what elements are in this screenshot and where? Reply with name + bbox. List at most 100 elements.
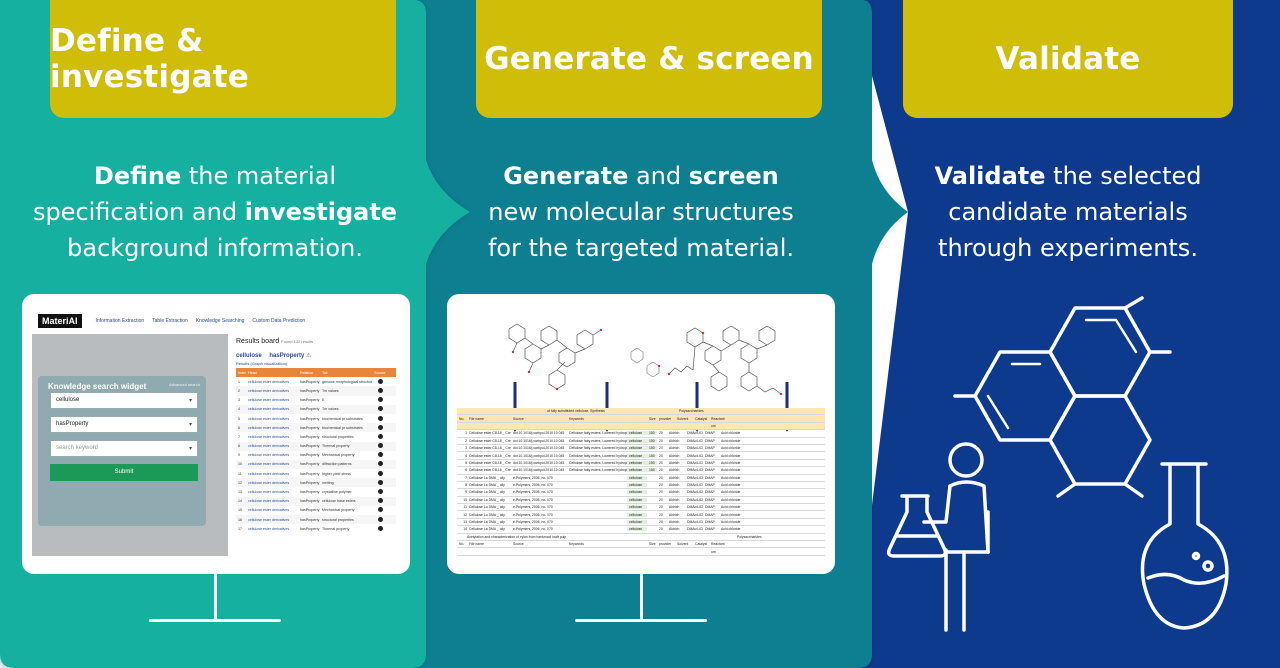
panel-2-header: Generate & screen (476, 0, 822, 118)
table-cell: Acid chloride (721, 512, 741, 517)
table-cell: melting (322, 480, 334, 485)
source-icon[interactable] (372, 443, 386, 449)
table-cell: cellulose (627, 446, 647, 451)
source-icon[interactable] (372, 424, 386, 431)
table-cell: e-Polymers, 2006, no. 070 (513, 505, 553, 510)
table-cell: 7 (238, 434, 240, 439)
table-cell: cellulose (627, 497, 647, 502)
table-cell: hasProperty (300, 490, 320, 495)
table-cell: hasProperty (300, 508, 320, 513)
table-cell[interactable]: cellulose ester derivatives (248, 444, 290, 449)
table-cell: 13 (238, 490, 242, 495)
source-icon[interactable] (372, 489, 386, 495)
table-cell: Cellulose ester C8-18 _ Crepe (469, 468, 511, 473)
relation-select[interactable]: hasProperty ▾ (50, 416, 198, 433)
table-cell: 3 (238, 398, 240, 403)
source-icon[interactable] (372, 433, 386, 440)
source-icon[interactable] (372, 406, 386, 412)
description-line: for the targeted material. (441, 230, 841, 266)
source-icon[interactable] (372, 479, 386, 486)
table-cell[interactable]: cellulose ester derivatives (248, 499, 290, 504)
table-header-cell: Catalyst (695, 416, 708, 421)
head-select[interactable]: cellulose ▾ (50, 392, 198, 409)
table-cell[interactable]: cellulose ester derivatives (248, 398, 290, 403)
table-cell: DMAP (705, 475, 715, 480)
table-cell: Cellulose fatty esters, Lowered hydrophi… (569, 468, 627, 473)
round-flask-icon (1140, 462, 1229, 630)
table-cell[interactable]: cellulose ester derivatives (248, 517, 290, 522)
source-icon[interactable] (372, 470, 386, 477)
table-header-cell: No. (459, 542, 465, 547)
table-cell: 4 (465, 453, 467, 458)
table-cell[interactable]: cellulose ester derivatives (248, 434, 290, 439)
table-cell: genuine morphological structures (322, 379, 372, 384)
table-cell: Cellulose La DMA _ oily (469, 512, 505, 517)
results-query: cellulose hasProperty ⚠ (236, 352, 311, 359)
table-cell: Cellulose La DMA _ oily (469, 527, 505, 532)
unit-row: um (457, 422, 825, 431)
table-cell[interactable]: cellulose ester derivatives (248, 462, 290, 467)
table-cell: cellulose (627, 460, 647, 465)
table-cell[interactable]: cellulose ester derivatives (248, 416, 290, 421)
source-icon[interactable] (372, 378, 386, 385)
source-icon[interactable] (372, 461, 386, 467)
table-cell[interactable]: cellulose ester derivatives (248, 471, 290, 476)
source-icon[interactable] (372, 397, 386, 403)
table-cell[interactable]: cellulose ester derivatives (248, 388, 290, 393)
nav-information-extraction[interactable]: Information Extraction (95, 318, 145, 324)
nav-table-extraction[interactable]: Table Extraction (152, 318, 188, 324)
table-cell[interactable]: cellulose ester derivatives (248, 407, 290, 412)
table-cell: 4 (238, 407, 240, 412)
table-cell: 7 (465, 475, 467, 480)
table-cell[interactable]: cellulose ester derivatives (248, 526, 290, 531)
table-header-cell: provider (659, 542, 672, 547)
table-cell: doi:10.1016/j.carbpol.2010.10.045 (513, 468, 565, 473)
unit-cell: um (711, 423, 716, 428)
table-cell: diffraction patterns (322, 462, 352, 467)
submit-button[interactable]: Submit (50, 464, 198, 481)
table-cell: DMAP (705, 483, 715, 488)
keyword-input[interactable]: search keyword ▾ (50, 440, 198, 457)
table-cell: Acid chloride (721, 527, 741, 532)
nav-knowledge-searching[interactable]: Knowledge Searching (195, 318, 245, 324)
source-icon[interactable] (372, 516, 386, 523)
advanced-search-link[interactable]: Advanced search (169, 382, 200, 387)
graph-link[interactable]: Results (Graph visualization) (236, 361, 288, 366)
table-cell[interactable]: cellulose ester derivatives (248, 425, 290, 430)
hexagon-network-icon (953, 296, 1172, 498)
source-icon[interactable] (372, 452, 386, 458)
source-icon[interactable] (372, 498, 386, 504)
monitor-1-stand (214, 574, 217, 620)
description-line: through experiments. (868, 230, 1268, 266)
table-cell[interactable]: cellulose ester derivatives (248, 453, 290, 458)
table-cell: 11 (238, 471, 242, 476)
source-icon[interactable] (372, 507, 386, 513)
table-header-cell: Source (513, 542, 524, 547)
table-cell: DMAc/LiCl (687, 527, 703, 532)
source-icon[interactable] (372, 387, 386, 394)
table-cell[interactable]: cellulose ester derivatives (248, 508, 290, 513)
nav-custom-data-prediction[interactable]: Custom Data Prediction (252, 318, 306, 324)
source-icon[interactable] (372, 415, 386, 422)
source-icon[interactable] (372, 525, 386, 532)
table-header-cell: Solvent (677, 416, 689, 421)
query-head: cellulose (236, 353, 262, 359)
table-cell: cellulose (627, 512, 647, 517)
table-cell: doi:10.1016/j.carbpol.2010.10.045 (513, 460, 565, 465)
results-count: Found 132 results (281, 339, 314, 344)
table-cell[interactable]: cellulose ester derivatives (248, 379, 290, 384)
table-cell[interactable]: cellulose ester derivatives (248, 490, 290, 495)
table-cell: Acid chloride (721, 446, 741, 451)
table-cell[interactable]: cellulose ester derivatives (248, 480, 290, 485)
panel-3-title: Validate (995, 41, 1141, 77)
table-cell: 20 (659, 527, 663, 532)
